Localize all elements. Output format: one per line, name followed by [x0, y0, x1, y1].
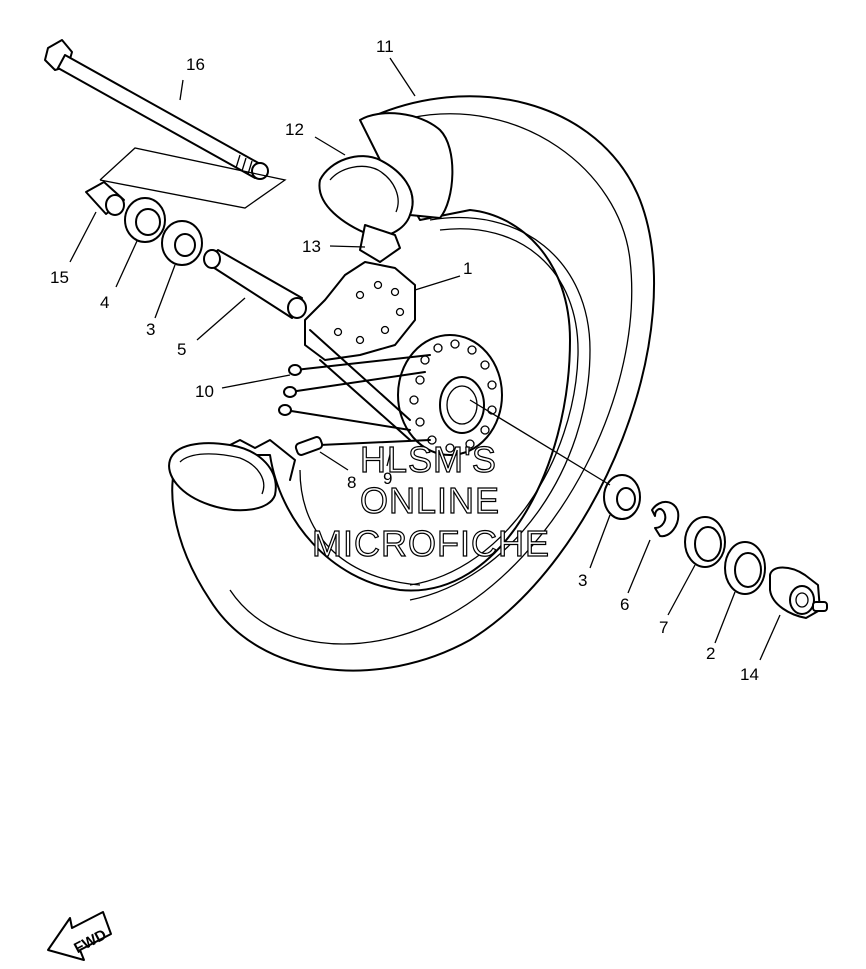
label-10: 10 [195, 382, 214, 401]
axle-centerline [99, 147, 611, 486]
label-5: 5 [177, 340, 186, 359]
part-labels: 11 16 12 13 1 15 4 3 5 10 8 9 3 6 7 2 14 [50, 37, 759, 684]
leader-lines [69, 57, 781, 661]
label-15: 15 [50, 268, 69, 287]
label-4: 4 [100, 293, 109, 312]
spacer [203, 249, 307, 319]
oil-seal-right [724, 541, 766, 595]
bearing-right [603, 474, 641, 520]
label-12: 12 [285, 120, 304, 139]
tire [171, 95, 655, 672]
label-9: 9 [383, 469, 392, 488]
bearing-left [161, 220, 203, 266]
watermark-line-3: MICROFICHE [312, 523, 550, 564]
oil-seal [124, 197, 166, 243]
watermark-line-1: HLSM'S [360, 439, 497, 480]
label-6: 6 [620, 595, 629, 614]
label-16: 16 [186, 55, 205, 74]
label-3-right: 3 [578, 571, 587, 590]
watermark: HLSM'S ONLINE MICROFICHE [311, 438, 550, 564]
label-3-left: 3 [146, 320, 155, 339]
label-11: 11 [376, 37, 394, 56]
fwd-arrow-icon: FWD [47, 911, 112, 961]
label-7: 7 [659, 618, 668, 637]
tire-section [168, 439, 296, 512]
axle [44, 39, 269, 180]
spokes [278, 354, 431, 456]
rim-band [359, 224, 401, 263]
washer [684, 516, 726, 568]
watermark-line-2: ONLINE [360, 480, 500, 521]
label-14: 14 [740, 665, 759, 684]
label-2: 2 [706, 644, 715, 663]
circlip [651, 501, 680, 538]
hub-assembly [304, 261, 503, 456]
collar [85, 181, 125, 216]
label-1: 1 [463, 259, 472, 278]
label-8: 8 [347, 473, 356, 492]
speedometer-gear-unit [769, 566, 828, 619]
label-13: 13 [302, 237, 321, 256]
inner-tube [318, 112, 454, 238]
